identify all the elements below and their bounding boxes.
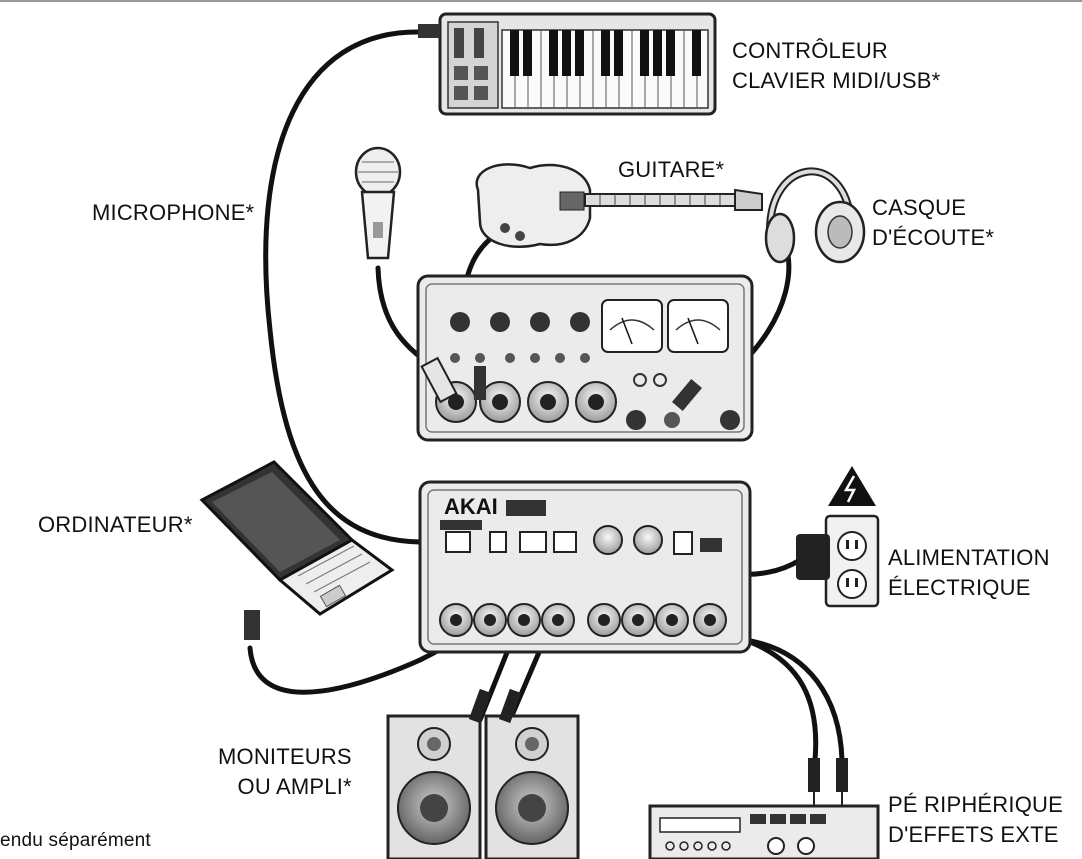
label-headphones: CASQUE D'ÉCOUTE* [872, 193, 994, 253]
brand-logo: AKAI [444, 494, 498, 519]
label-effects-line2: D'EFFETS EXTE [888, 822, 1059, 847]
effects-cable-right [742, 637, 845, 763]
label-power-line2: ÉLECTRIQUE [888, 575, 1031, 600]
footnote: endu séparément [0, 830, 151, 851]
label-computer: ORDINATEUR* [38, 512, 193, 537]
label-controller-line2: CLAVIER MIDI/USB* [732, 68, 941, 93]
label-microphone: MICROPHONE* [92, 200, 255, 225]
speaker-left [386, 714, 482, 859]
label-power: ALIMENTATION ÉLECTRIQUE [888, 543, 1050, 603]
label-effects: PÉ RIPHÉRIQUE D'EFFETS EXTE [888, 790, 1063, 850]
laptop [199, 460, 395, 640]
label-monitors-line1: MONITEURS [218, 744, 352, 769]
label-power-line1: ALIMENTATION [888, 545, 1050, 570]
label-effects-line1: PÉ RIPHÉRIQUE [888, 792, 1063, 817]
warning-icon [828, 466, 876, 506]
audio-interface-rear [418, 480, 752, 654]
label-guitar: GUITARE* [618, 157, 725, 182]
label-controller: CONTRÔLEUR CLAVIER MIDI/USB* [732, 36, 940, 96]
label-headphones-line2: D'ÉCOUTE* [872, 225, 995, 250]
audio-interface-front [416, 274, 754, 442]
guitar [475, 163, 763, 248]
label-monitors: MONITEURS OU AMPLI* [218, 742, 352, 802]
label-headphones-line1: CASQUE [872, 195, 967, 220]
monitor-speakers [386, 688, 580, 859]
label-monitors-line2: OU AMPLI* [237, 774, 352, 799]
midi-keyboard [418, 12, 717, 116]
top-border-line [0, 0, 1082, 2]
effects-unit [648, 758, 880, 859]
power-outlet [796, 466, 880, 608]
effects-cable-left [742, 637, 819, 763]
label-controller-line1: CONTRÔLEUR [732, 38, 889, 63]
headphones [764, 167, 866, 264]
microphone [354, 146, 402, 260]
speaker-right [484, 714, 580, 859]
keyboard-usb-cable [263, 29, 423, 545]
